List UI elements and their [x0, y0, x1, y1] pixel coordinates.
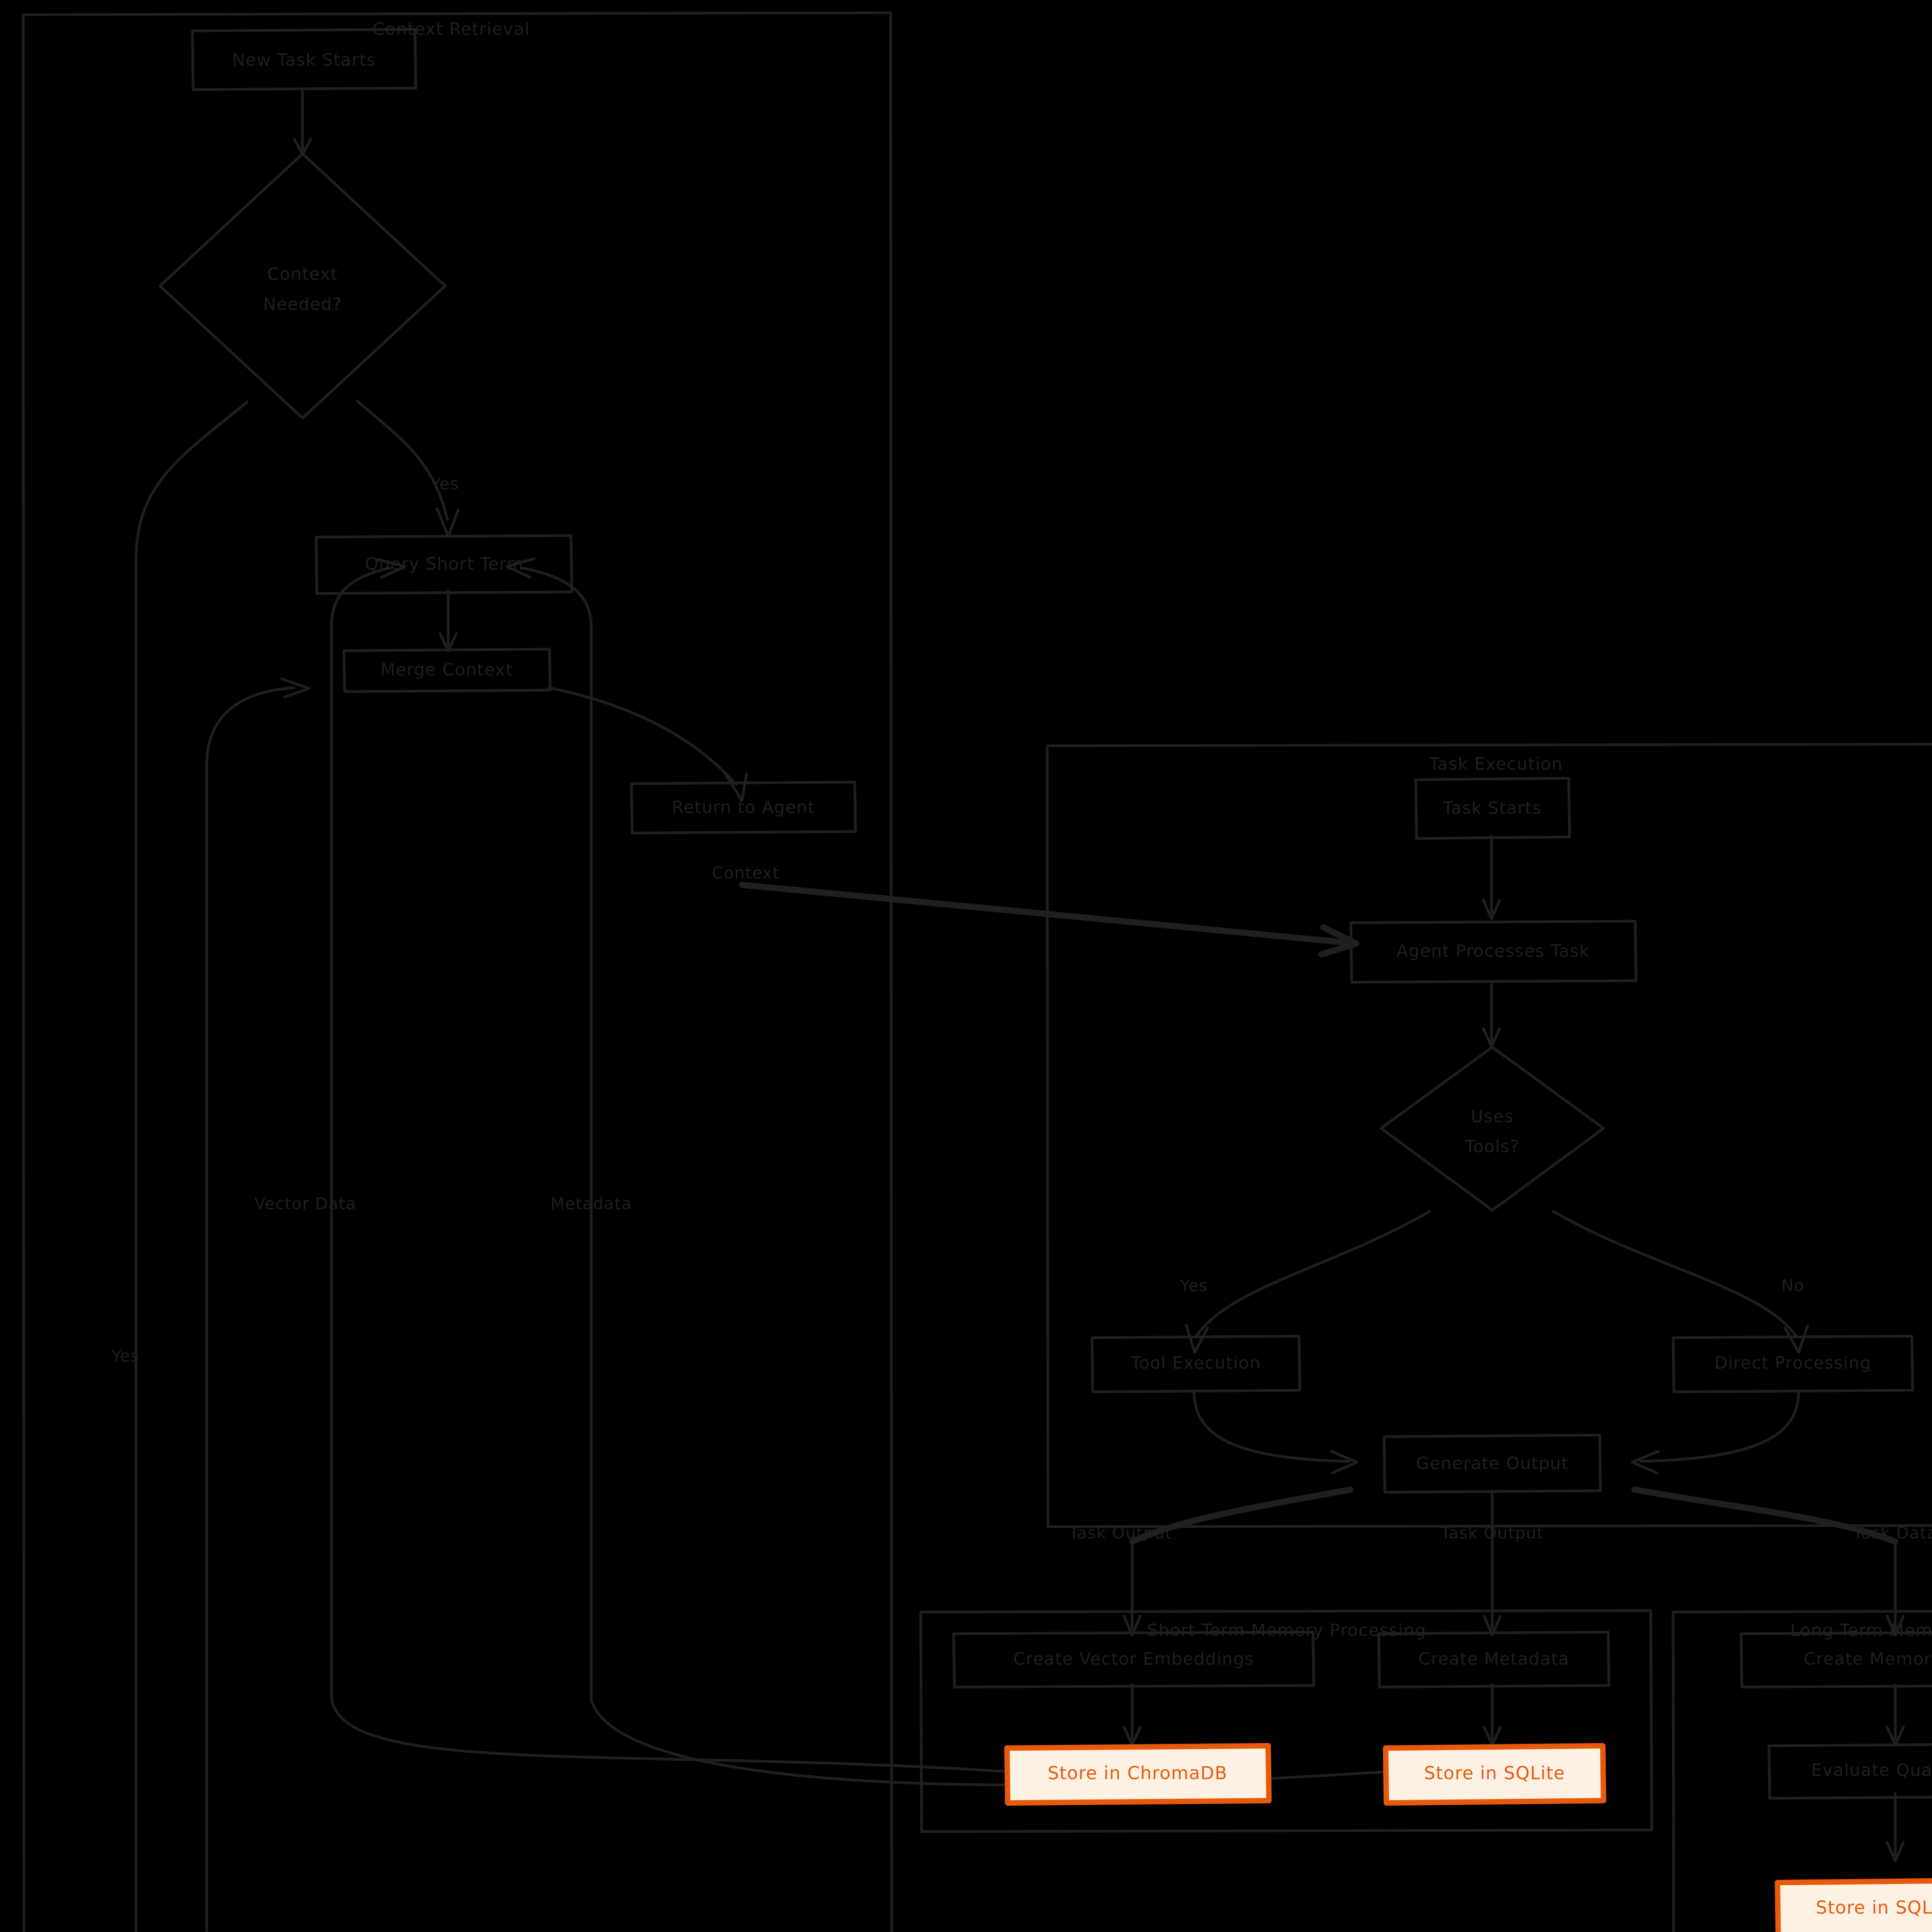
node-label-uses-tools-line1: Uses: [1471, 1107, 1514, 1126]
edge-uses-tools-no: No: [1552, 1210, 1809, 1354]
edge-chromadb-to-query-short: Vector Data: [254, 558, 1010, 1773]
edge-create-metadata-to-sqlite-short: [1483, 1683, 1502, 1747]
edge-sqlite-short-to-query-short: Metadata: [505, 557, 1389, 1787]
node-label-context-needed-line2: Needed?: [263, 294, 342, 314]
node-label-agent-processes-task: Agent Processes Task: [1396, 941, 1590, 961]
cluster-task-execution: Task Execution: [1046, 743, 1932, 1528]
node-label-tool-execution: Tool Execution: [1131, 1353, 1261, 1373]
cluster-label-long-term-memory: Long Term Memory Processing: [1790, 1621, 1932, 1640]
cluster-label-short-term-memory: Short Term Memory Processing: [1147, 1621, 1427, 1640]
edge-create-vector-to-chromadb: [1122, 1683, 1142, 1747]
edge-label-task-output-left: Task Output: [1069, 1524, 1172, 1543]
edge-return-agent-to-agent-processes: Context: [712, 864, 1359, 957]
edge-query-short-to-merge: [439, 590, 458, 653]
node-label-new-task-starts: New Task Starts: [232, 50, 376, 70]
node-query-short-term[interactable]: Query Short Term: [315, 534, 573, 595]
edge-query-long-to-merge: [205, 677, 311, 1932]
node-uses-tools[interactable]: Uses Tools?: [1379, 1046, 1605, 1212]
node-label-direct-processing: Direct Processing: [1714, 1353, 1871, 1373]
edge-context-needed-yes-long-term: Yes: [111, 400, 249, 1932]
edge-agent-processes-to-uses-tools: [1482, 980, 1501, 1048]
edge-direct-processing-to-generate-output: [1631, 1389, 1800, 1475]
node-label-return-to-agent: Return to Agent: [672, 798, 815, 817]
edge-label-metadata: Metadata: [551, 1194, 632, 1213]
edge-label-context-needed-yes-short: Yes: [431, 474, 459, 493]
node-evaluate-quality[interactable]: Evaluate Quality: [1767, 1743, 1932, 1800]
edge-label-return-context: Context: [712, 864, 779, 883]
node-label-create-metadata: Create Metadata: [1418, 1649, 1569, 1669]
node-label-create-vector-embeddings: Create Vector Embeddings: [1014, 1649, 1254, 1669]
edge-label-context-needed-yes-long: Yes: [111, 1347, 139, 1366]
node-direct-processing[interactable]: Direct Processing: [1672, 1335, 1914, 1393]
cluster-long-term-memory: Long Term Memory Processing: [1672, 1610, 1932, 1932]
node-label-generate-output: Generate Output: [1416, 1454, 1569, 1473]
node-new-task-starts[interactable]: New Task Starts: [191, 28, 417, 91]
node-store-in-chromadb[interactable]: Store in ChromaDB: [1004, 1743, 1272, 1806]
node-merge-context[interactable]: Merge Context: [342, 648, 552, 693]
cluster-short-term-memory: Short Term Memory Processing: [919, 1609, 1653, 1833]
edge-new-task-to-context-needed: [293, 87, 312, 156]
node-label-store-in-sqlite-short: Store in SQLite: [1424, 1763, 1565, 1784]
edge-generate-output-to-create-vector: Task Output: [1069, 1486, 1354, 1637]
node-return-to-agent[interactable]: Return to Agent: [630, 781, 857, 835]
node-label-create-memory-item: Create Memory Item: [1804, 1649, 1932, 1669]
edge-label-task-output-mid: Task Output: [1440, 1524, 1544, 1543]
node-context-needed[interactable]: Context Needed?: [158, 152, 447, 420]
node-label-store-in-chromadb: Store in ChromaDB: [1048, 1763, 1228, 1784]
node-store-in-sqlite-short[interactable]: Store in SQLite: [1383, 1743, 1606, 1806]
edge-context-needed-yes-short-term: Yes: [356, 400, 460, 538]
edge-label-uses-tools-no: No: [1781, 1276, 1804, 1295]
cluster-label-task-execution: Task Execution: [1429, 754, 1563, 774]
node-label-store-in-sqlite-long: Store in SQLite: [1816, 1897, 1932, 1918]
node-create-memory-item[interactable]: Create Memory Item: [1740, 1631, 1932, 1689]
node-label-context-needed-line1: Context: [267, 264, 338, 284]
edge-generate-output-to-create-metadata: Task Output: [1440, 1490, 1544, 1637]
edge-evaluate-quality-to-sqlite-long: [1886, 1791, 1905, 1862]
node-label-uses-tools-line2: Tools?: [1465, 1137, 1520, 1156]
node-label-merge-context: Merge Context: [380, 660, 513, 680]
node-task-starts[interactable]: Task Starts: [1414, 777, 1571, 840]
node-store-in-sqlite-long[interactable]: Store in SQLite: [1775, 1878, 1932, 1932]
edge-create-memory-item-to-evaluate-quality: [1886, 1683, 1905, 1747]
node-agent-processes-task[interactable]: Agent Processes Task: [1349, 920, 1638, 984]
edge-uses-tools-yes: Yes: [1180, 1210, 1431, 1354]
edge-tool-execution-to-generate-output: [1192, 1389, 1359, 1475]
node-label-evaluate-quality: Evaluate Quality: [1811, 1760, 1932, 1780]
node-create-metadata[interactable]: Create Metadata: [1377, 1631, 1611, 1689]
edge-label-vector-data: Vector Data: [254, 1194, 356, 1213]
node-generate-output[interactable]: Generate Output: [1383, 1434, 1602, 1494]
cluster-context-retrieval: Context Retrieval: [22, 11, 893, 1932]
edge-label-task-data: Task Data: [1853, 1524, 1932, 1543]
node-tool-execution[interactable]: Tool Execution: [1090, 1335, 1301, 1393]
edge-task-starts-to-agent-processes: [1482, 835, 1501, 920]
node-label-query-short-term: Query Short Term: [365, 554, 524, 574]
edge-generate-output-to-create-memory-item: Task Data: [1631, 1486, 1932, 1637]
node-label-task-starts: Task Starts: [1442, 798, 1542, 818]
edge-label-uses-tools-yes: Yes: [1180, 1276, 1208, 1295]
node-create-vector-embeddings[interactable]: Create Vector Embeddings: [952, 1631, 1315, 1689]
